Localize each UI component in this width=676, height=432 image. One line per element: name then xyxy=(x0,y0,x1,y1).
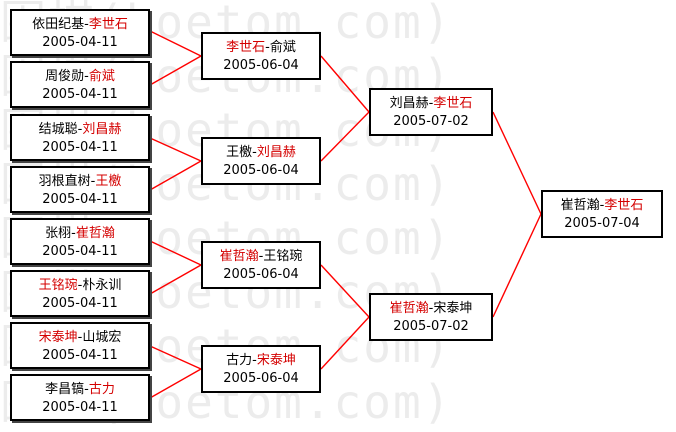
player-1: 王铭琬 xyxy=(38,278,78,293)
match-semifinal-2: 崔哲瀚-宋泰坤 2005-07-02 xyxy=(369,293,493,341)
match-date: 2005-07-04 xyxy=(564,216,640,231)
connector-line xyxy=(492,111,542,215)
match-date: 2005-06-04 xyxy=(223,267,299,282)
player-2: 俞斌 xyxy=(88,69,115,84)
player-2: 宋泰坤 xyxy=(256,353,296,368)
player-1: 宋泰坤 xyxy=(38,330,78,345)
match-date: 2005-06-04 xyxy=(223,58,299,73)
match-date: 2005-04-11 xyxy=(42,87,118,102)
match-date: 2005-07-02 xyxy=(393,114,469,129)
match-round1-2: 周俊勋-俞斌 2005-04-11 xyxy=(10,61,150,108)
match-players: 崔哲瀚-宋泰坤 xyxy=(389,301,473,316)
match-round1-7: 宋泰坤-山城宏 2005-04-11 xyxy=(10,322,150,369)
player-1: 崔哲瀚 xyxy=(219,249,259,264)
connector-line xyxy=(320,264,370,318)
match-date: 2005-04-11 xyxy=(42,192,118,207)
match-players: 张栩-崔哲瀚 xyxy=(45,226,115,241)
match-round1-8: 李昌镐-古力 2005-04-11 xyxy=(10,374,150,421)
match-round1-6: 王铭琬-朴永训 2005-04-11 xyxy=(10,270,150,317)
player-2: 王檄 xyxy=(95,174,122,189)
match-players: 羽根直树-王檄 xyxy=(38,174,122,189)
player-1: 李世石 xyxy=(226,40,266,55)
connector-line xyxy=(149,137,202,162)
connector-line xyxy=(492,213,542,318)
match-round2-2: 王檄-刘昌赫 2005-06-04 xyxy=(201,137,321,185)
player-1: 结城聪 xyxy=(38,122,78,137)
match-round2-3: 崔哲瀚-王铭琬 2005-06-04 xyxy=(201,241,321,289)
match-players: 王铭琬-朴永训 xyxy=(38,278,122,293)
match-round1-4: 羽根直树-王檄 2005-04-11 xyxy=(10,166,150,213)
player-1: 羽根直树 xyxy=(38,174,91,189)
player-2: 王铭琬 xyxy=(263,249,303,264)
connector-line xyxy=(149,55,202,86)
connector-line xyxy=(149,160,202,191)
match-round1-1: 依田纪基-李世石 2005-04-11 xyxy=(10,9,150,56)
match-date: 2005-06-04 xyxy=(223,371,299,386)
player-1: 张栩 xyxy=(45,226,72,241)
match-players: 周俊勋-俞斌 xyxy=(45,69,115,84)
player-2: 古力 xyxy=(88,382,115,397)
match-round2-1: 李世石-俞斌 2005-06-04 xyxy=(201,32,321,80)
match-date: 2005-04-11 xyxy=(42,348,118,363)
player-2: 刘昌赫 xyxy=(82,122,122,137)
player-2: 刘昌赫 xyxy=(256,145,296,160)
match-players: 李世石-俞斌 xyxy=(226,40,296,55)
match-date: 2005-04-11 xyxy=(42,140,118,155)
connector-line xyxy=(149,30,202,57)
match-players: 崔哲瀚-王铭琬 xyxy=(219,249,303,264)
player-2: 李世石 xyxy=(604,198,644,213)
match-players: 李昌镐-古力 xyxy=(45,382,115,397)
player-2: 李世石 xyxy=(433,96,473,111)
connector-line xyxy=(320,55,370,113)
connector-line xyxy=(149,240,202,266)
connector-line xyxy=(320,316,370,370)
match-semifinal-1: 刘昌赫-李世石 2005-07-02 xyxy=(369,88,493,136)
match-date: 2005-04-11 xyxy=(42,296,118,311)
match-players: 王檄-刘昌赫 xyxy=(226,145,296,160)
match-players: 结城聪-刘昌赫 xyxy=(38,122,122,137)
player-2: 宋泰坤 xyxy=(433,301,473,316)
player-1: 周俊勋 xyxy=(45,69,85,84)
player-1: 李昌镐 xyxy=(45,382,85,397)
player-1: 崔哲瀚 xyxy=(560,198,600,213)
player-2: 山城宏 xyxy=(82,330,122,345)
connector-line xyxy=(149,345,202,370)
player-1: 刘昌赫 xyxy=(389,96,429,111)
match-players: 依田纪基-李世石 xyxy=(32,17,128,32)
connector-line xyxy=(320,111,370,162)
player-2: 朴永训 xyxy=(82,278,122,293)
match-players: 崔哲瀚-李世石 xyxy=(560,198,644,213)
match-round1-5: 张栩-崔哲瀚 2005-04-11 xyxy=(10,218,150,265)
match-date: 2005-07-02 xyxy=(393,319,469,334)
player-1: 依田纪基 xyxy=(32,17,85,32)
match-date: 2005-04-11 xyxy=(42,35,118,50)
match-players: 刘昌赫-李世石 xyxy=(389,96,473,111)
player-1: 崔哲瀚 xyxy=(389,301,429,316)
player-2: 崔哲瀚 xyxy=(75,226,115,241)
player-1: 王檄 xyxy=(226,145,253,160)
connector-line xyxy=(149,368,202,399)
player-1: 古力 xyxy=(226,353,253,368)
match-round2-4: 古力-宋泰坤 2005-06-04 xyxy=(201,345,321,393)
player-2: 俞斌 xyxy=(269,40,296,55)
match-final: 崔哲瀚-李世石 2005-07-04 xyxy=(541,190,663,238)
connector-line xyxy=(149,264,202,295)
match-date: 2005-06-04 xyxy=(223,163,299,178)
match-players: 古力-宋泰坤 xyxy=(226,353,296,368)
match-players: 宋泰坤-山城宏 xyxy=(38,330,122,345)
match-date: 2005-04-11 xyxy=(42,244,118,259)
match-round1-3: 结城聪-刘昌赫 2005-04-11 xyxy=(10,114,150,161)
player-2: 李世石 xyxy=(88,17,128,32)
match-date: 2005-04-11 xyxy=(42,400,118,415)
